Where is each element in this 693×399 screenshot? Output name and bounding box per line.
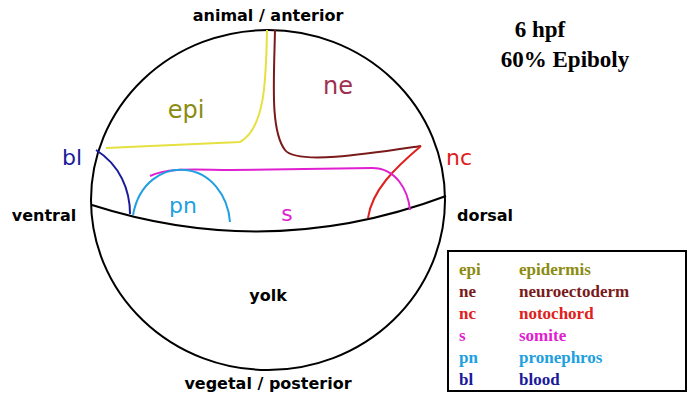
legend-sample: pn <box>459 348 478 368</box>
legend-row: nc notochord <box>449 304 685 324</box>
legend-sample: epi <box>459 260 481 280</box>
legend-text: blood <box>519 370 560 390</box>
legend-box: epiepidermisneneuroectodermncnotochordss… <box>447 250 687 392</box>
legend-abbreviation: epi <box>459 260 481 279</box>
axis-label: animal / anterior <box>193 7 344 25</box>
legend-text: somite <box>519 326 566 346</box>
neuroectoderm-boundary <box>274 30 421 157</box>
axis-label: ventral <box>12 207 77 225</box>
legend-row: ne neuroectoderm <box>449 282 685 302</box>
axis-label: dorsal <box>457 207 513 225</box>
region-label: pn <box>169 194 197 218</box>
epidermis-boundary <box>106 30 267 148</box>
legend-text: pronephros <box>519 348 602 368</box>
legend-sample: nc <box>459 304 476 324</box>
legend-row: bl blood <box>449 370 685 390</box>
legend-abbreviation: pn <box>459 348 478 367</box>
region-label: epi <box>168 97 205 123</box>
legend-abbreviation: s <box>459 326 466 345</box>
region-label: nc <box>446 146 472 170</box>
legend-sample: s <box>459 326 466 346</box>
region-label: ne <box>323 73 353 99</box>
axis-label: vegetal / posterior <box>184 375 351 393</box>
legend-sample: ne <box>459 282 476 302</box>
legend-text: neuroectoderm <box>519 282 629 302</box>
stage-title: 60% Epiboly <box>501 47 629 72</box>
region-label: bl <box>62 146 82 170</box>
stage-title: 6 hpf <box>515 17 566 42</box>
legend-text: notochord <box>519 304 594 324</box>
legend-sample: bl <box>459 370 473 390</box>
legend-row: s somite <box>449 326 685 346</box>
notochord-boundary <box>368 146 421 218</box>
legend-text: epidermis <box>519 260 591 280</box>
yolk-boundary <box>92 196 446 231</box>
region-label: yolk <box>249 287 287 305</box>
legend-abbreviation: ne <box>459 282 476 301</box>
blood-boundary <box>96 150 130 214</box>
legend-row: pn pronephros <box>449 348 685 368</box>
legend-row: epi epidermis <box>449 260 685 280</box>
pronephros-boundary <box>133 170 230 222</box>
region-label: s <box>281 202 292 226</box>
legend-abbreviation: bl <box>459 370 473 389</box>
legend-abbreviation: nc <box>459 304 476 323</box>
embryo-outline <box>91 30 445 370</box>
